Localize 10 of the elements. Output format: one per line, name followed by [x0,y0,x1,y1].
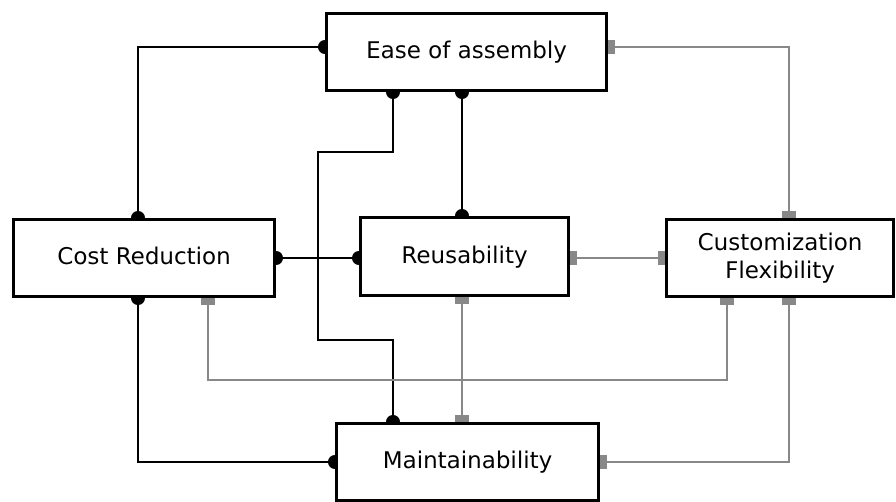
node-label: Maintainability [382,448,552,476]
node-label: Cost Reduction [57,244,231,272]
node-label: Customization Flexibility [696,230,864,286]
concept-box [12,218,276,298]
concept-box [335,422,600,502]
node-label: Ease of assembly [366,38,567,66]
concept-box [665,218,895,298]
concept-box [325,12,608,92]
concept-box [359,216,570,297]
node-label: Reusability [401,242,528,270]
